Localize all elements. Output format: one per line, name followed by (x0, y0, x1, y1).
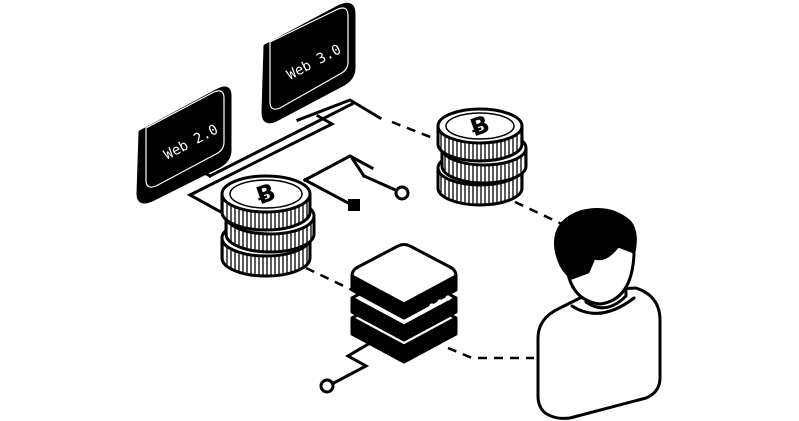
junction-node-right (394, 185, 410, 201)
branch-line-coins (186, 113, 336, 219)
web2-badge: Web 2.0 (136, 86, 232, 204)
dashed-link-coins-user (514, 200, 563, 226)
junction-node-bottom (319, 378, 335, 394)
bitcoin-coin-stack-icon: Ƀ (220, 174, 316, 278)
main-bus-line (207, 101, 355, 179)
bitcoin-coin-stack-icon: Ƀ (436, 107, 528, 207)
branch-line-square (302, 177, 353, 207)
junction-square (348, 199, 360, 211)
branch-line-upper (302, 154, 375, 183)
web3-connector (296, 98, 383, 122)
branch-line-node (362, 174, 402, 194)
server-branch-line (327, 333, 385, 388)
branch-line-link (349, 155, 367, 179)
web3-badge: Web 3.0 (261, 2, 356, 124)
dashed-link-web3-coins (391, 120, 439, 142)
dashed-link-server-user (447, 346, 534, 360)
dashed-link-coins-server (305, 266, 353, 292)
dashed-links (305, 120, 563, 360)
server-stack-icon (350, 243, 458, 364)
user-silhouette-icon (536, 208, 662, 420)
network-lines (186, 98, 402, 388)
